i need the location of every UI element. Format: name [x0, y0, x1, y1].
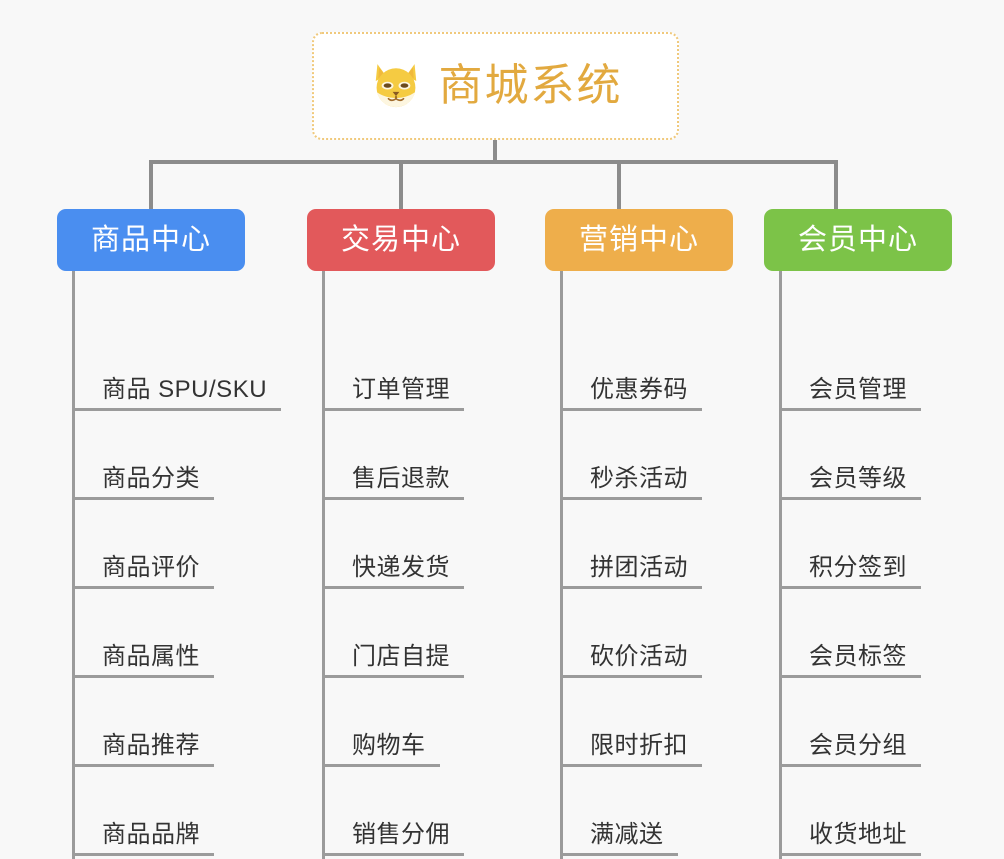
leaf-label: 会员等级 [809, 465, 907, 492]
leaf-spine-4 [779, 271, 782, 859]
leaf-item[interactable]: 会员管理 [779, 378, 921, 411]
leaf-item[interactable]: 商品 SPU/SKU [72, 376, 282, 411]
category-box-1[interactable]: 商品中心 [57, 209, 245, 271]
branch-column-1: 商品中心 商品 SPU/SKU 商品分类 商品评价 商品属性 商品推荐 商品品牌 [57, 209, 282, 859]
category-box-2[interactable]: 交易中心 [307, 209, 495, 271]
leaf-item[interactable]: 快递发货 [322, 556, 464, 589]
shiba-inu-icon [375, 64, 416, 109]
connector-root-stem [493, 140, 497, 164]
leaf-item[interactable]: 购物车 [322, 734, 440, 767]
leaf-label: 会员分组 [809, 732, 907, 759]
leaf-label: 购物车 [352, 732, 426, 759]
connector-horizontal-bus [150, 160, 838, 164]
leaf-item[interactable]: 商品评价 [72, 556, 214, 589]
leaf-label: 限时折扣 [590, 732, 688, 759]
leaf-label: 满减送 [590, 821, 664, 848]
category-box-3[interactable]: 营销中心 [545, 209, 733, 271]
leaf-label: 秒杀活动 [590, 465, 688, 492]
leaf-label: 商品 SPU/SKU [102, 376, 268, 403]
leaf-item[interactable]: 商品推荐 [72, 734, 214, 767]
branch-column-4: 会员中心 会员管理 会员等级 积分签到 会员标签 会员分组 收货地址 [764, 209, 952, 859]
leaf-item[interactable]: 商品属性 [72, 645, 214, 678]
leaf-item[interactable]: 会员标签 [779, 645, 921, 678]
leaf-item[interactable]: 优惠券码 [560, 378, 702, 411]
leaf-item[interactable]: 门店自提 [322, 645, 464, 678]
branch-column-2: 交易中心 订单管理 售后退款 快递发货 门店自提 购物车 销售分佣 [307, 209, 495, 859]
connector-drop-3 [617, 160, 621, 210]
leaf-label: 优惠券码 [590, 376, 688, 403]
category-label-3: 营销中心 [578, 223, 699, 256]
leaf-label: 会员管理 [809, 376, 907, 403]
root-node[interactable]: 商城系统 [312, 32, 679, 140]
leaf-label: 拼团活动 [590, 554, 688, 581]
leaf-label: 商品分类 [102, 465, 200, 492]
leaf-label: 订单管理 [352, 376, 450, 403]
category-box-4[interactable]: 会员中心 [764, 209, 952, 271]
leaf-item[interactable]: 会员等级 [779, 467, 921, 500]
leaf-label: 积分签到 [809, 554, 907, 581]
leaf-item[interactable]: 商品分类 [72, 467, 214, 500]
category-label-1: 商品中心 [90, 223, 211, 256]
leaf-label: 商品评价 [102, 554, 200, 581]
leaf-spine-1 [72, 271, 75, 859]
leaf-label: 销售分佣 [352, 821, 450, 848]
leaf-label: 门店自提 [352, 643, 450, 670]
leaf-spine-2 [322, 271, 325, 859]
connector-drop-4 [834, 160, 838, 210]
category-label-4: 会员中心 [797, 223, 918, 256]
leaf-item[interactable]: 会员分组 [779, 734, 921, 767]
leaf-label: 商品品牌 [102, 821, 200, 848]
branch-column-3: 营销中心 优惠券码 秒杀活动 拼团活动 砍价活动 限时折扣 满减送 [545, 209, 733, 859]
connector-drop-1 [149, 160, 153, 210]
leaf-label: 商品属性 [102, 643, 200, 670]
leaf-label: 售后退款 [352, 465, 450, 492]
leaf-item[interactable]: 积分签到 [779, 556, 921, 589]
root-title: 商城系统 [438, 61, 623, 110]
leaf-item[interactable]: 秒杀活动 [560, 467, 702, 500]
leaf-item[interactable]: 限时折扣 [560, 734, 702, 767]
leaf-label: 收货地址 [809, 821, 907, 848]
leaf-item[interactable]: 拼团活动 [560, 556, 702, 589]
leaf-item[interactable]: 砍价活动 [560, 645, 702, 678]
mindmap-canvas: 商城系统 商品中心 商品 SPU/SKU 商品分类 商品评价 商品属性 商品推荐… [57, 32, 952, 859]
leaf-item[interactable]: 订单管理 [322, 378, 464, 411]
connector-drop-2 [399, 160, 403, 210]
leaf-label: 砍价活动 [590, 643, 688, 670]
leaf-item[interactable]: 售后退款 [322, 467, 464, 500]
leaf-label: 快递发货 [352, 554, 450, 581]
leaf-spine-3 [560, 271, 563, 859]
category-label-2: 交易中心 [340, 223, 461, 256]
leaf-label: 会员标签 [809, 643, 907, 670]
leaf-label: 商品推荐 [102, 732, 200, 759]
